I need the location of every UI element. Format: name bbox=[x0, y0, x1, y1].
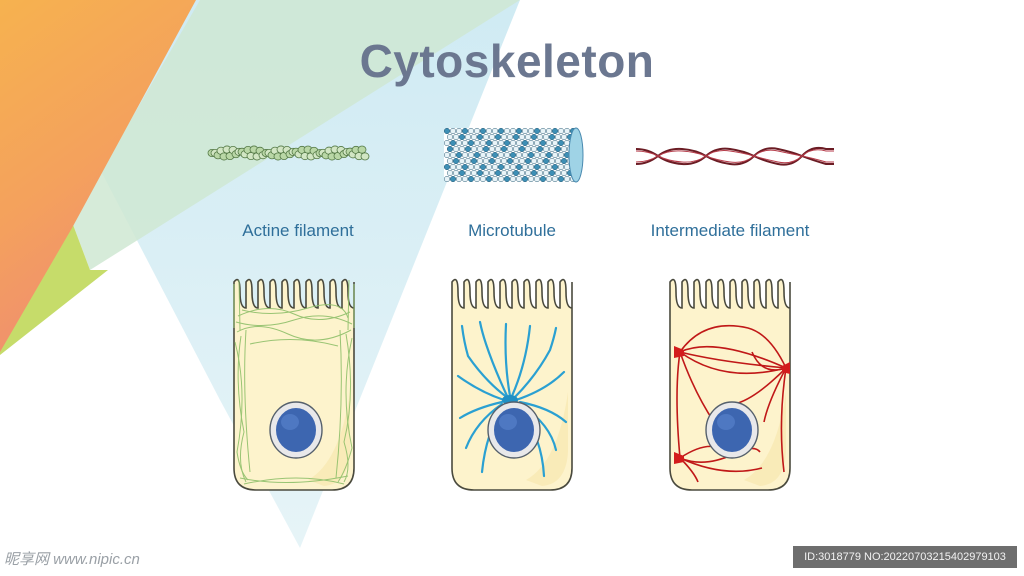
actin-bead-chain bbox=[207, 145, 370, 161]
nucleus bbox=[269, 401, 323, 459]
intermediate-filament-drawing bbox=[635, 146, 834, 166]
microtubule-cell bbox=[451, 278, 573, 491]
watermark-left: 昵享网 www.nipic.cn bbox=[4, 551, 140, 568]
intermediate-filament-label: Intermediate filament bbox=[650, 221, 810, 240]
intermediate-filament-cell bbox=[669, 278, 791, 491]
watermark-right: ID:3018779 NO:20220703215402979103 bbox=[793, 546, 1017, 568]
bg-lime-shard bbox=[0, 222, 108, 355]
microtubule-drawing bbox=[443, 127, 584, 183]
microtubule-label: Microtubule bbox=[468, 221, 556, 240]
page-title: Cytoskeleton bbox=[359, 35, 655, 87]
actin-filament-label: Actine filament bbox=[242, 221, 354, 240]
bg-orange-shard bbox=[0, 0, 196, 352]
nucleus bbox=[705, 401, 759, 459]
microtubule-tubulin-grid bbox=[443, 127, 580, 183]
actin-cell bbox=[233, 278, 355, 491]
nucleus bbox=[487, 401, 541, 459]
actin-filament-drawing bbox=[207, 145, 370, 161]
bg-green-shard bbox=[72, 0, 520, 270]
